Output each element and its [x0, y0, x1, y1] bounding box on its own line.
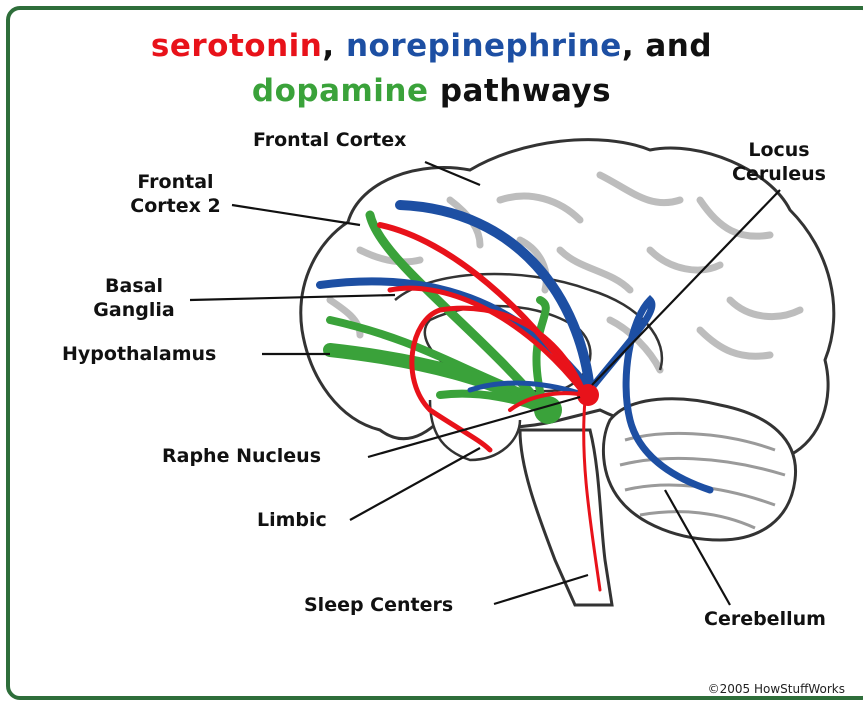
label-locus-ceruleus-line1: Locus — [724, 138, 834, 162]
label-locus-ceruleus-line2: Ceruleus — [724, 162, 834, 186]
label-hypothalamus: Hypothalamus — [62, 342, 216, 366]
label-raphe-nucleus: Raphe Nucleus — [162, 444, 321, 468]
label-limbic: Limbic — [257, 508, 327, 532]
label-frontal-cortex: Frontal Cortex — [253, 128, 406, 152]
label-basal-ganglia-line2: Ganglia — [78, 298, 190, 322]
label-cerebellum: Cerebellum — [704, 607, 826, 631]
label-frontal-cortex-2: Frontal Cortex 2 — [118, 170, 233, 218]
label-frontal-cortex-2-line1: Frontal — [118, 170, 233, 194]
label-basal-ganglia: Basal Ganglia — [78, 274, 190, 322]
label-basal-ganglia-line1: Basal — [78, 274, 190, 298]
dopamine-origin — [534, 396, 562, 424]
label-locus-ceruleus: Locus Ceruleus — [724, 138, 834, 186]
copyright-credit: ©2005 HowStuffWorks — [708, 682, 845, 696]
serotonin-origin — [577, 384, 599, 406]
label-sleep-centers: Sleep Centers — [304, 593, 453, 617]
label-frontal-cortex-2-line2: Cortex 2 — [118, 194, 233, 218]
